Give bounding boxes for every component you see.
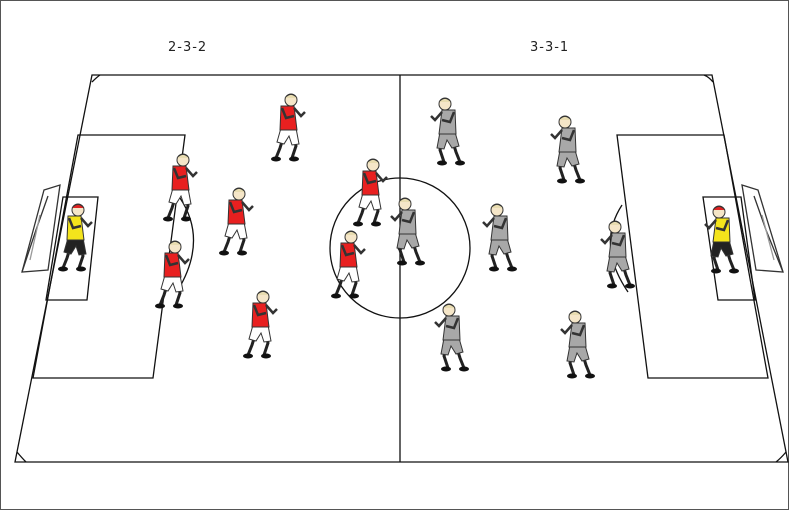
- corner-arc-bottom-left: [17, 452, 26, 462]
- right-player-2: [551, 116, 585, 184]
- left-player-3: [155, 241, 189, 309]
- right-penalty-area: [617, 135, 768, 378]
- players-layer: [58, 94, 739, 379]
- corner-arc-top-left: [92, 75, 100, 82]
- left-player-6: [353, 159, 387, 227]
- left-penalty-area: [33, 135, 185, 378]
- corner-arc-bottom-right: [776, 452, 786, 462]
- right-player-4: [483, 204, 517, 272]
- left-player-5: [243, 291, 277, 359]
- left-goal: [22, 185, 60, 272]
- pitch-outline: [15, 75, 788, 462]
- left-player-7: [331, 231, 365, 299]
- left-player-1: [271, 94, 305, 162]
- right-player-7: [561, 311, 595, 379]
- right-player-3: [391, 198, 425, 266]
- left-player-2: [163, 154, 197, 222]
- right-player-6: [435, 304, 469, 372]
- right-player-1: [431, 98, 465, 166]
- right-goalkeeper: [705, 206, 739, 274]
- left-player-4: [219, 188, 253, 256]
